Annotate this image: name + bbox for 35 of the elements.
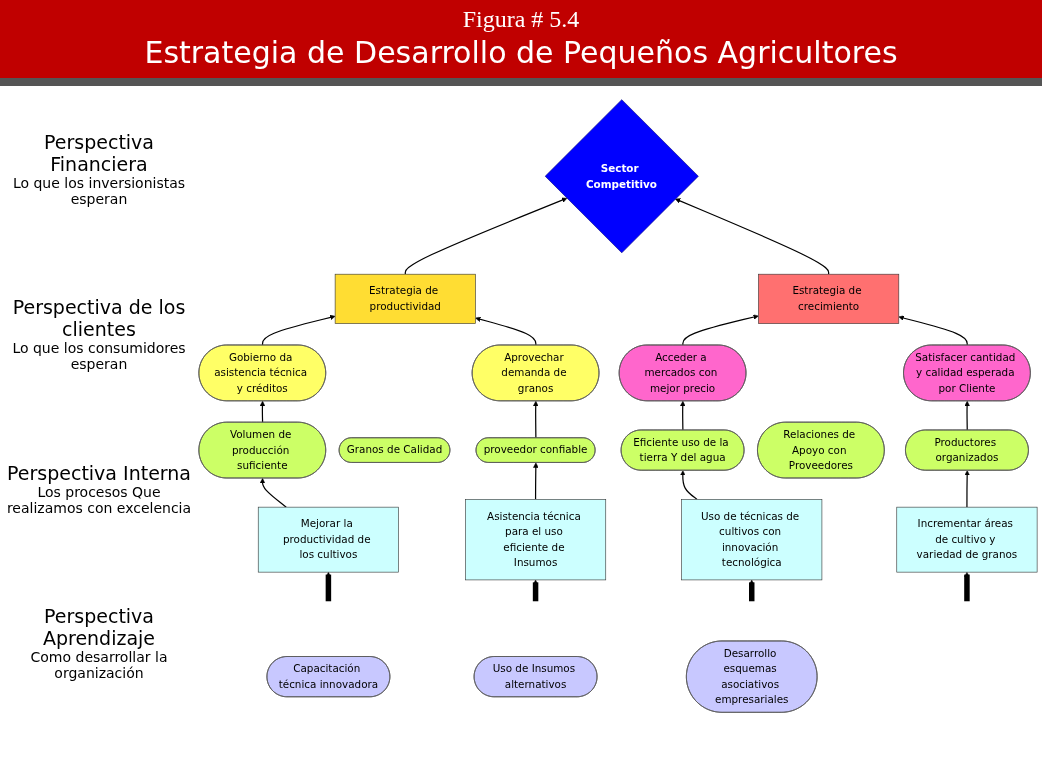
arrow: [964, 400, 970, 431]
arrow: [898, 315, 968, 346]
perspective-description: Los procesos Que realizamos con excelencia: [5, 483, 193, 516]
arrow: [325, 571, 332, 603]
arrow: [475, 316, 537, 346]
arrow: [532, 579, 539, 603]
node-box: Incrementar áreas de cultivo y variedad de granos: [896, 506, 1038, 573]
arrow: [680, 400, 686, 431]
arrow: [404, 197, 568, 275]
perspective-description: Lo que los consumidores esperan: [11, 340, 187, 373]
node-box: Asistencia técnica para el uso eficiente de Insumos: [465, 499, 607, 581]
arrow: [533, 462, 539, 500]
node-box: Mejorar la productividad de los cultivos: [257, 506, 399, 573]
perspective-heading: Perspectiva Interna: [6, 461, 192, 484]
arrow: [261, 314, 336, 346]
perspective-heading: Perspectiva Aprendizaje: [41, 605, 157, 650]
arrow: [259, 400, 266, 424]
arrow: [533, 400, 539, 439]
perspective-heading: Perspectiva de los clientes: [11, 296, 187, 341]
node-box: Estrategia de productividad: [334, 273, 476, 324]
node-box: Uso de técnicas de cultivos con innovación tecnológica: [681, 499, 823, 581]
arrow: [680, 470, 698, 500]
arrow: [682, 314, 759, 346]
arrow: [259, 478, 287, 508]
perspective-heading: Perspectiva Financiera: [43, 130, 155, 175]
figure-number: Figura # 5.4: [462, 6, 580, 33]
arrow: [964, 571, 970, 603]
node-box: Estrategia de crecimiento: [758, 273, 900, 324]
diagram-title: Estrategia de Desarrollo de Pequeños Agricultores: [144, 35, 898, 70]
perspective-description: Lo que los inversionistas esperan: [11, 174, 187, 207]
arrow: [675, 198, 830, 275]
node-diamond: Sector Competitivo: [544, 99, 699, 254]
arrow: [964, 470, 970, 508]
perspective-description: Como desarrollar la organización: [29, 649, 169, 682]
arrow: [749, 579, 755, 603]
